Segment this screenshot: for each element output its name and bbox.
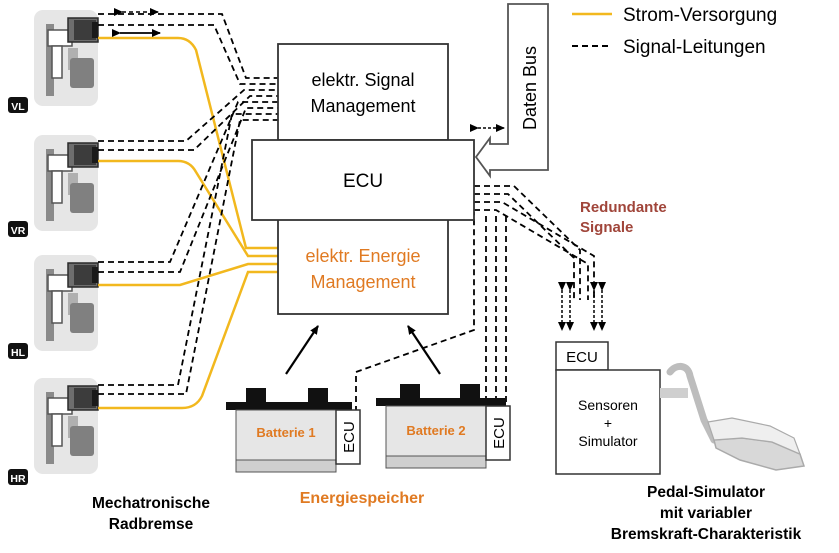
pedal-sensors-label: Sensoren: [578, 397, 638, 413]
wheel-vr: [33, 134, 99, 232]
signal-line-hl-2: [98, 107, 278, 273]
energy-management-box: elektr. Energie Management: [277, 217, 449, 315]
battery-2-label: Batterie 2: [406, 423, 465, 438]
caption-brake-line1: Mechatronische: [92, 495, 210, 512]
pedal-ecu-label: ECU: [566, 349, 598, 366]
signal-line-hl-1: [98, 101, 278, 263]
battery-2: Batterie 2 ECU: [376, 384, 511, 469]
redundant-line-4: [474, 209, 589, 300]
signal-management-box: elektr. Signal Management: [277, 43, 449, 141]
power-line-hr: [98, 270, 278, 410]
energy-management-line1: elektr. Energie: [305, 246, 420, 266]
power-line-hl: [98, 262, 278, 287]
vl-bidirectional-arrows: [112, 8, 161, 37]
data-bus-label: Daten Bus: [520, 46, 540, 130]
wheel-tag-hl: HL: [11, 347, 26, 359]
battery2-to-energy-arrow: [407, 325, 441, 375]
data-bus: Daten Bus: [474, 3, 549, 179]
battery-2-ecu: ECU: [491, 417, 508, 449]
signal-lines: [98, 13, 595, 412]
wheel-tag-vr: VR: [11, 225, 26, 237]
pedal-simulator: ECU Sensoren + Simulator: [555, 341, 661, 475]
caption-pedal-line3: Bremskraft-Charakteristik: [611, 526, 802, 543]
legend: Strom-Versorgung Signal-Leitungen: [572, 5, 777, 58]
pedal-simulator-label: Simulator: [578, 433, 637, 449]
battery1-to-energy-arrow: [285, 325, 319, 375]
caption-energy-storage: Energiespeicher: [300, 490, 425, 507]
power-line-vl: [98, 36, 278, 250]
brake-actuator-icon: [33, 254, 99, 352]
captions: Mechatronische Radbremse Energiespeicher…: [92, 484, 802, 543]
redundant-line-3: [474, 201, 595, 300]
signal-management-line2: Management: [310, 96, 415, 116]
signal-line-hr-1: [98, 113, 278, 386]
battery-terminal-icon: [246, 388, 266, 402]
redundant-label-line1: Redundante: [580, 199, 667, 216]
redundant-label-line2: Signale: [580, 219, 633, 236]
wheel-tags: VL VR HL HR: [8, 97, 28, 485]
brake-pedal-icon: [660, 363, 805, 471]
redundant-line-1: [474, 185, 581, 300]
power-line-vr: [98, 159, 278, 258]
battery-1-ecu: ECU: [341, 421, 358, 453]
signal-management-line1: elektr. Signal: [311, 70, 414, 90]
battery-1-label: Batterie 1: [256, 425, 315, 440]
brake-actuator-icon: [33, 377, 99, 475]
signal-line-vr-1: [98, 89, 278, 142]
power-legend-label: Strom-Versorgung: [623, 5, 777, 26]
battery-terminal-icon: [400, 384, 420, 398]
battery-terminal-icon: [460, 384, 480, 398]
battery-1: Batterie 1 ECU: [226, 388, 361, 473]
ecu-label: ECU: [343, 171, 383, 192]
caption-brake-line2: Radbremse: [109, 516, 194, 533]
energy-management-line2: Management: [310, 272, 415, 292]
brake-actuator-icon: [33, 9, 99, 107]
wheel-tag-hr: HR: [10, 473, 26, 485]
wheel-hl: [33, 254, 99, 352]
signal-legend-label: Signal-Leitungen: [623, 37, 766, 58]
caption-pedal-line1: Pedal-Simulator: [647, 484, 765, 501]
caption-pedal-line2: mit variabler: [660, 505, 752, 522]
wheel-tag-vl: VL: [11, 101, 25, 113]
signal-line-vl-1: [98, 13, 278, 79]
battery-terminal-icon: [308, 388, 328, 402]
ecu-box: ECU: [251, 139, 475, 221]
signal-line-vr-2: [98, 95, 278, 151]
signal-line-battery1: [355, 212, 475, 412]
redundant-arrows: [558, 282, 606, 331]
pedal-plus-label: +: [604, 415, 612, 431]
power-lines: [98, 36, 278, 410]
wheel-hr: [33, 377, 99, 475]
brake-actuator-icon: [33, 134, 99, 232]
wheel-vl: [33, 9, 99, 107]
signal-line-hr-2: [98, 119, 278, 395]
